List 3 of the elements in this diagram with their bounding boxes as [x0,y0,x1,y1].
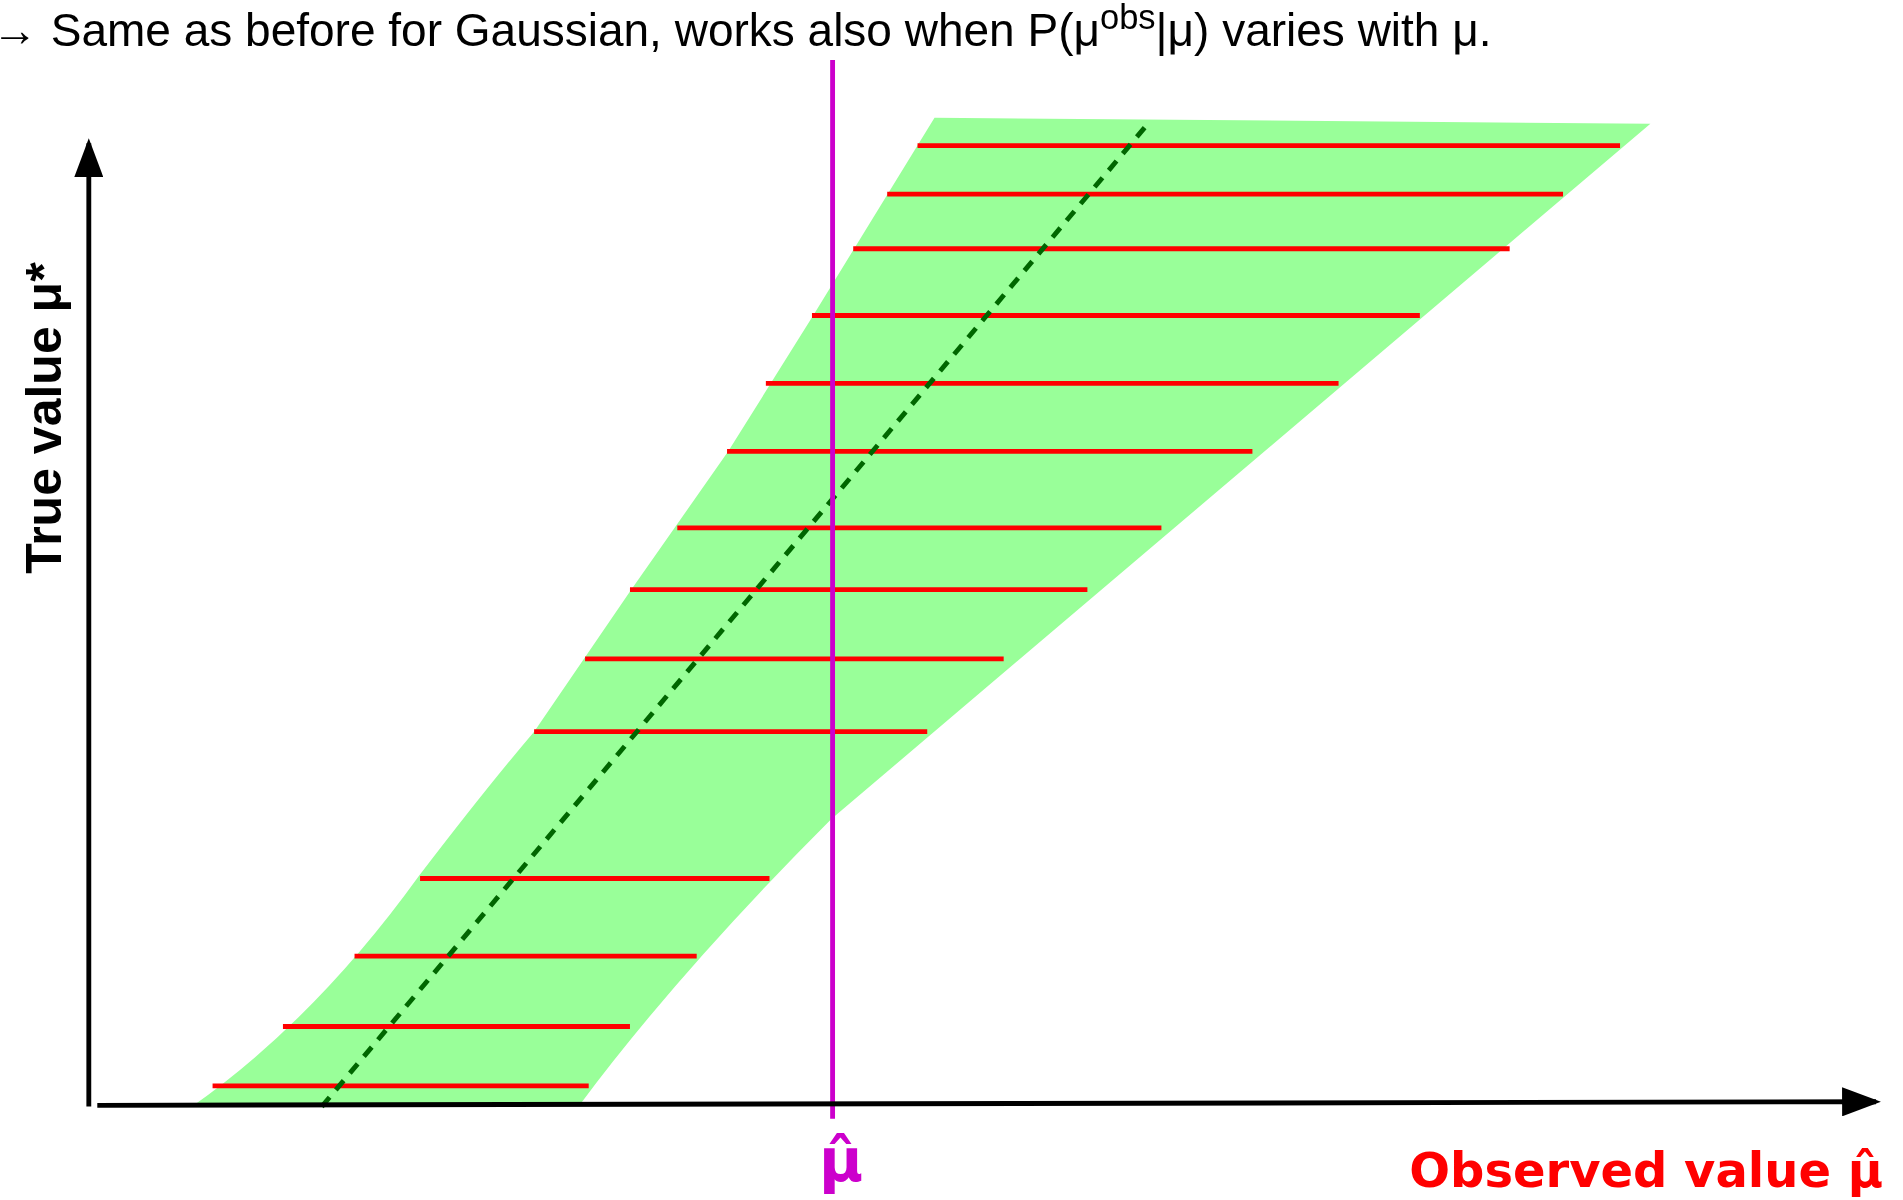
x-axis-label: Observed value μ̂ [1409,1142,1883,1198]
y-axis-label: True value μ* [14,262,73,574]
marker-label: μ̂ [818,1128,864,1192]
